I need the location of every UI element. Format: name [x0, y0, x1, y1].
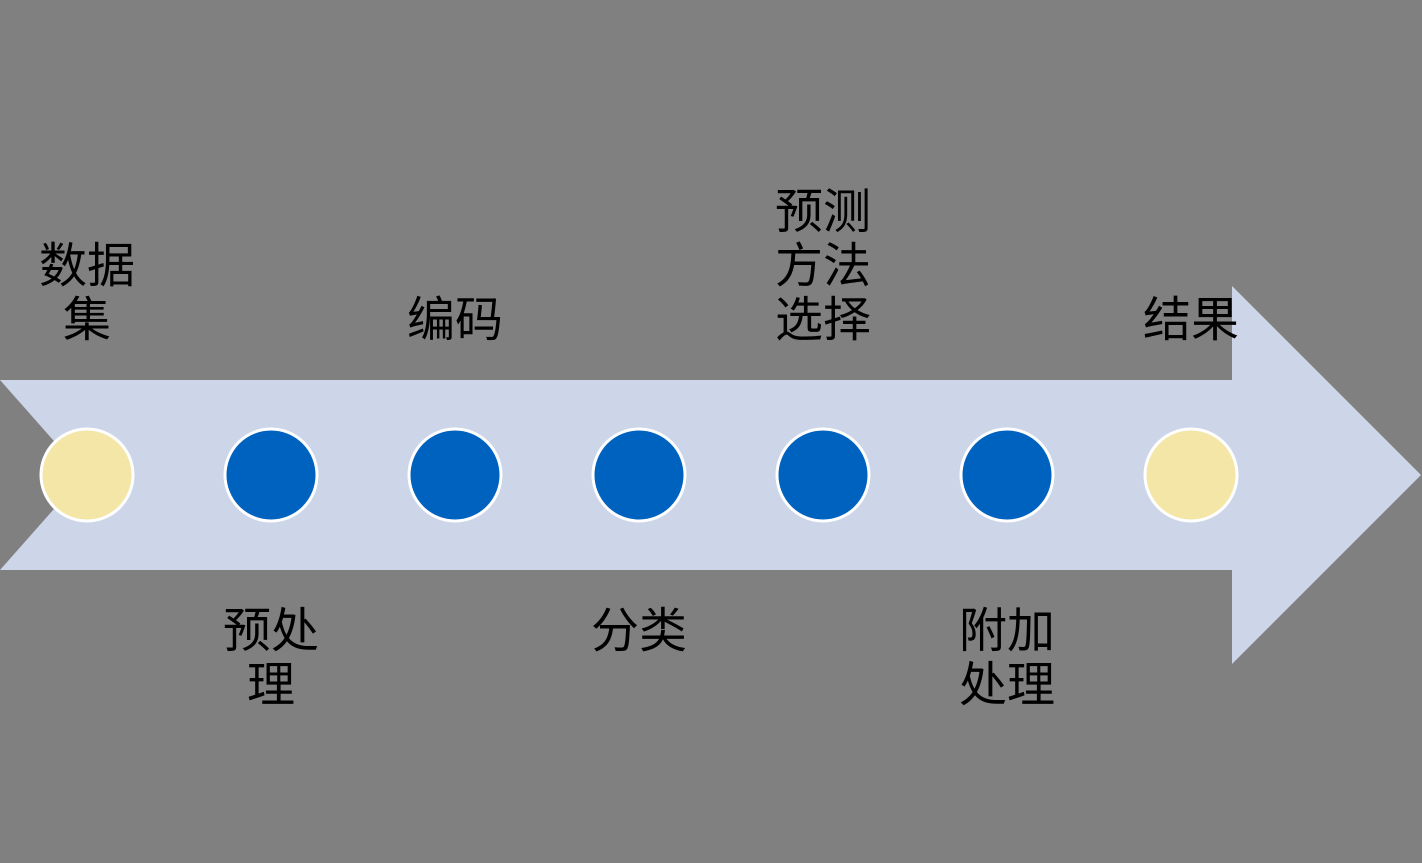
step-nodes: [39, 427, 1239, 523]
step-label-5: 预测 方法 选择: [774, 184, 871, 348]
step-label-2: 预处 理: [222, 603, 319, 713]
step-node-7: [1143, 427, 1239, 523]
step-node-5: [775, 427, 871, 523]
step-node-2: [223, 427, 319, 523]
step-node-1: [39, 427, 135, 523]
step-label-6: 附加 处理: [958, 603, 1055, 713]
flow-arrow: [0, 286, 1421, 664]
step-label-1: 数据 集: [38, 238, 135, 348]
step-label-3: 编码: [406, 292, 503, 348]
step-node-3: [407, 427, 503, 523]
step-label-4: 分类: [590, 603, 687, 659]
step-node-4: [591, 427, 687, 523]
step-label-7: 结果: [1142, 292, 1239, 348]
step-node-6: [959, 427, 1055, 523]
